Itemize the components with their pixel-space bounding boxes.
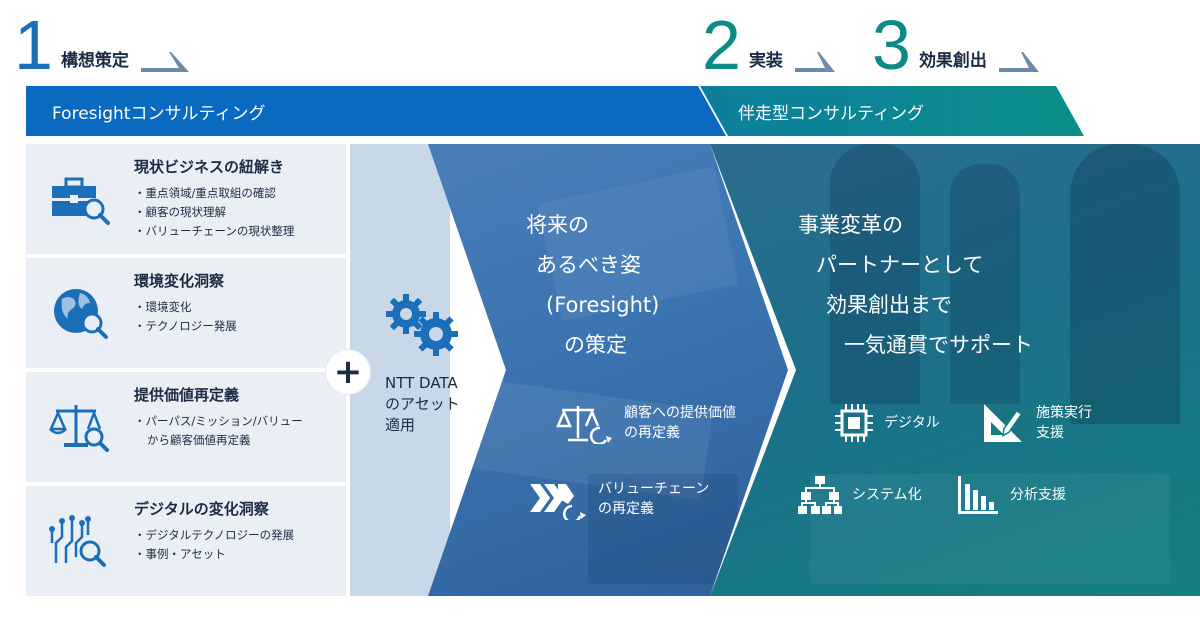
title-line: 効果創出まで bbox=[826, 293, 952, 317]
org-chart-icon bbox=[798, 476, 842, 514]
accompany-title: 事業変革の パートナーとして 効果創出まで 一気通貫でサポート bbox=[792, 205, 1033, 365]
sub-line: デジタル bbox=[884, 415, 940, 431]
foresight-consulting-bar: Foresightコンサルティング bbox=[26, 86, 726, 136]
item-digital-insight: デジタルの変化洞察 ・デジタルテクノロジーの発展 ・事例・アセット bbox=[26, 486, 346, 596]
item-title: 環境変化洞察 bbox=[134, 272, 225, 290]
step-label: 実装 bbox=[748, 51, 783, 71]
accompany-consulting-bar: 伴走型コンサルティング bbox=[700, 86, 1084, 136]
analysis-items: 現状ビジネスの紐解き ・重点領域/重点取組の確認 ・顧客の現状理解 ・バリューチ… bbox=[26, 144, 346, 596]
sub-line: 支援 bbox=[1036, 425, 1064, 441]
title-line: 将来の bbox=[526, 213, 589, 237]
item-title: デジタルの変化洞察 bbox=[134, 500, 269, 518]
sub-line: 顧客への提供価値 bbox=[624, 405, 736, 421]
sub-line: バリューチェーン bbox=[598, 481, 710, 497]
wedge-arrow-icon bbox=[140, 52, 189, 72]
sub-line: システム化 bbox=[852, 487, 922, 503]
title-line: 一気通貫でサポート bbox=[844, 333, 1033, 357]
plus-icon: + bbox=[326, 350, 370, 394]
sub-analysis: 分析支援 bbox=[956, 474, 1066, 516]
ruler-pencil-icon bbox=[984, 404, 1023, 442]
title-line: 事業変革の bbox=[798, 213, 903, 237]
item-point: ・デジタルテクノロジーの発展 bbox=[134, 528, 295, 542]
title-line: パートナーとして bbox=[816, 253, 984, 277]
item-point: ・パーパス/ミッション/バリュー bbox=[134, 414, 303, 428]
sub-digital: デジタル bbox=[834, 402, 940, 444]
step-number: 1 bbox=[14, 6, 53, 84]
assets-label: NTT DATA のアセット 適用 bbox=[385, 373, 460, 436]
sub-value-redefinition: 顧客への提供価値 の再定義 bbox=[556, 402, 736, 444]
step-1-heading: 1 構想策定 bbox=[14, 6, 189, 80]
item-point: ・顧客の現状理解 bbox=[134, 205, 226, 219]
balance-search-icon bbox=[49, 405, 109, 452]
circuit-search-icon bbox=[49, 515, 106, 567]
sub-execution: 施策実行 支援 bbox=[982, 402, 1092, 444]
assets-line: 適用 bbox=[385, 416, 416, 434]
item-environment: 環境変化洞察 ・環境変化 ・テクノロジー発展 bbox=[26, 258, 346, 368]
sub-line: 分析支援 bbox=[1010, 487, 1066, 503]
bar-chart-icon bbox=[958, 476, 998, 514]
title-line: (Foresight) bbox=[546, 293, 660, 317]
sub-systemization: システム化 bbox=[798, 474, 922, 516]
item-value-redefinition: 提供価値再定義 ・パーパス/ミッション/バリュー から顧客価値再定義 bbox=[26, 372, 346, 482]
item-point: ・重点領域/重点取組の確認 bbox=[134, 186, 276, 200]
step-number: 2 bbox=[702, 6, 741, 84]
assets-line: のアセット bbox=[385, 395, 460, 413]
balance-refresh-icon bbox=[556, 406, 612, 444]
title-line: の策定 bbox=[564, 333, 627, 357]
item-title: 提供価値再定義 bbox=[134, 386, 240, 404]
assets-line: NTT DATA bbox=[385, 374, 458, 392]
sub-line: の再定義 bbox=[598, 501, 654, 517]
chevrons-refresh-icon bbox=[530, 484, 586, 520]
step-number: 3 bbox=[872, 6, 911, 84]
bar-label: 伴走型コンサルティング bbox=[738, 103, 924, 124]
step-label: 効果創出 bbox=[918, 51, 987, 71]
gears-icon bbox=[386, 294, 458, 356]
wedge-arrow-icon bbox=[794, 52, 835, 72]
sub-line: 施策実行 bbox=[1036, 405, 1092, 421]
step-3-heading: 3 効果創出 bbox=[872, 6, 1039, 80]
foresight-title: 将来の あるべき姿 (Foresight) の策定 bbox=[520, 205, 720, 365]
sub-value-chain: バリューチェーン の再定義 bbox=[528, 478, 709, 520]
item-point: ・事例・アセット bbox=[134, 547, 226, 561]
item-point: ・テクノロジー発展 bbox=[134, 319, 237, 333]
step-2-heading: 2 実装 bbox=[702, 6, 835, 80]
item-point: ・環境変化 bbox=[134, 300, 192, 314]
item-point: ・バリューチェーンの現状整理 bbox=[134, 224, 295, 238]
item-title: 現状ビジネスの紐解き bbox=[134, 158, 285, 176]
bar-label: Foresightコンサルティング bbox=[52, 103, 266, 124]
chip-icon bbox=[835, 404, 873, 442]
globe-search-icon bbox=[54, 289, 108, 339]
title-line: あるべき姿 bbox=[536, 253, 641, 277]
step-label: 構想策定 bbox=[60, 51, 129, 71]
item-point: から顧客価値再定義 bbox=[147, 433, 251, 447]
item-current-business: 現状ビジネスの紐解き ・重点領域/重点取組の確認 ・顧客の現状理解 ・バリューチ… bbox=[26, 144, 346, 254]
briefcase-search-icon bbox=[52, 177, 110, 225]
wedge-arrow-icon bbox=[998, 52, 1039, 72]
sub-line: の再定義 bbox=[624, 425, 680, 441]
